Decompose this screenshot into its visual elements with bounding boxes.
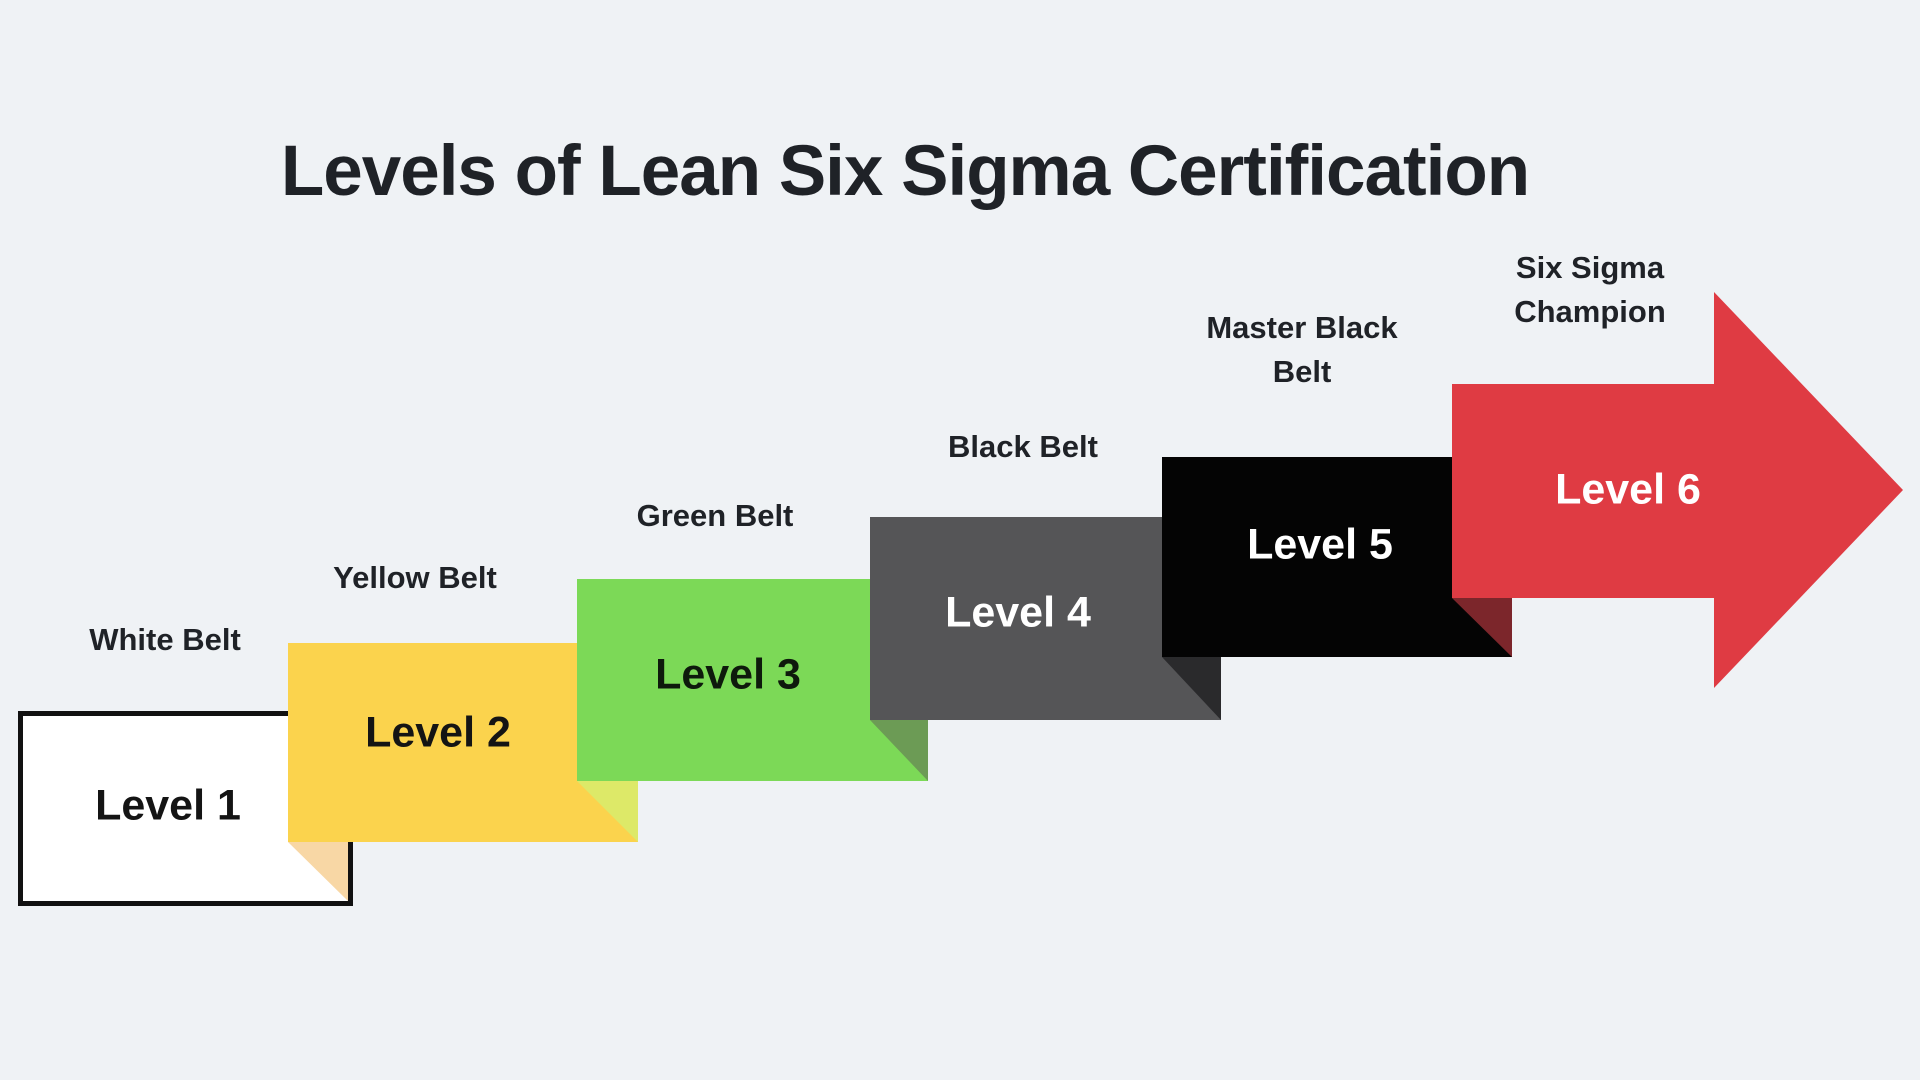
level-1-label: Level 1	[95, 781, 241, 830]
level-6-arrow-head-icon	[1714, 292, 1903, 688]
belt-label-yellow-belt: Yellow Belt	[333, 560, 497, 595]
belt-label-black-belt: Black Belt	[948, 429, 1098, 464]
belt-label-six-sigma-champion: Six Sigma Champion	[1514, 250, 1666, 329]
level-3-box: Level 3	[577, 579, 928, 781]
level-5-label: Level 5	[1247, 520, 1393, 569]
level-4-label: Level 4	[945, 588, 1091, 637]
level-3-label: Level 3	[655, 650, 801, 699]
belt-label-master-black-belt: Master Black Belt	[1206, 310, 1398, 389]
page-title: Levels of Lean Six Sigma Certification	[280, 131, 1530, 211]
belt-label-white-belt: White Belt	[89, 622, 241, 657]
belt-label-green-belt: Green Belt	[636, 498, 794, 533]
level-2-label: Level 2	[365, 708, 511, 757]
level-6-label: Level 6	[1555, 465, 1701, 514]
level-6-arrow-body: Level 6	[1452, 384, 1715, 598]
